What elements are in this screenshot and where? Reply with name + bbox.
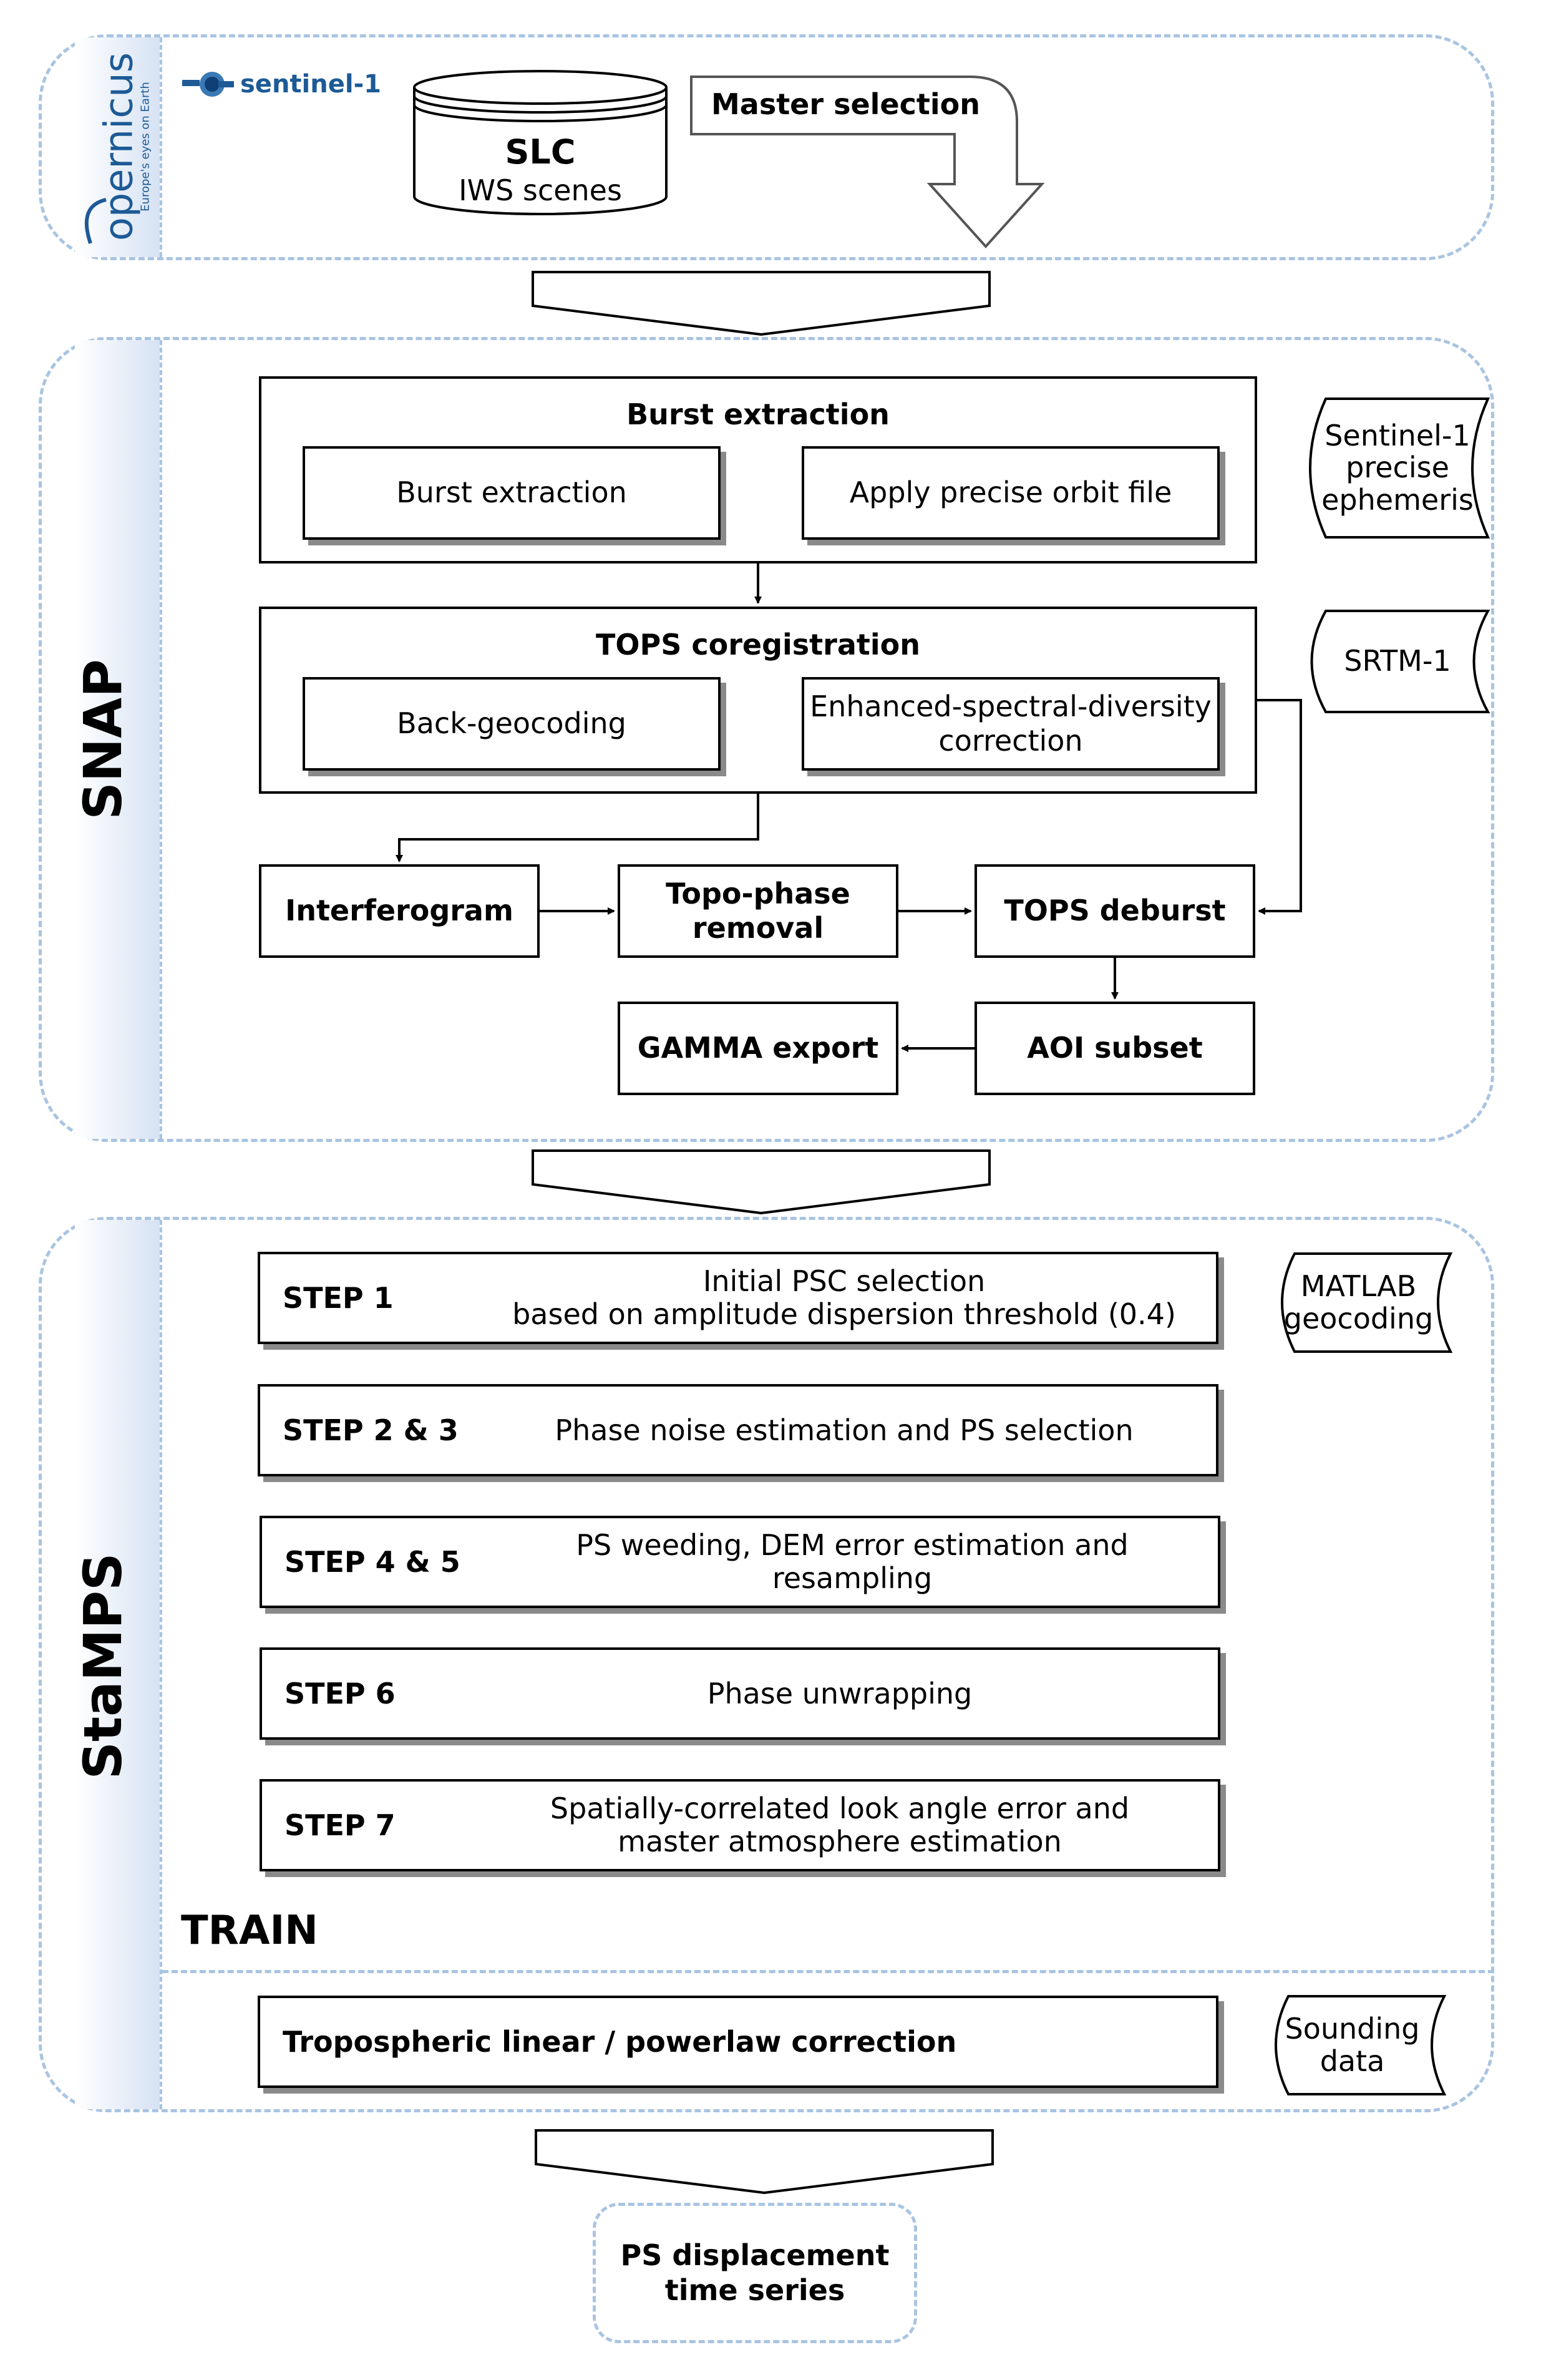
slc-title: SLC — [505, 132, 576, 172]
step-2-3-label: STEP 2 & 3 — [283, 1413, 459, 1447]
matlab-geocoding-line1: MATLAB — [1300, 1269, 1417, 1303]
step-1-description-line1: Initial PSC selection — [702, 1264, 986, 1299]
train-divider — [162, 1970, 1494, 1973]
srtm-text: SRTM-1 — [1344, 644, 1451, 678]
esd-correction-label-line2: correction — [938, 724, 1083, 758]
step-6-description-line1: Phase unwrapping — [707, 1676, 973, 1710]
tops-deburst-box: TOPS deburst — [975, 864, 1255, 958]
stamps-section — [39, 1217, 1494, 2112]
apply-orbit-box: Apply precise orbit file — [802, 446, 1220, 540]
step-4-5-description-line2: resampling — [772, 1561, 933, 1595]
topo-phase-label-line1: Topo-phase — [666, 876, 850, 910]
chevron-down-icon — [532, 271, 991, 336]
srtm-doc — [1310, 610, 1490, 713]
copernicus-logo: opernicus Europe's eyes on Earth — [78, 37, 159, 256]
matlab-geocoding-line2: geocoding — [1283, 1301, 1434, 1335]
aoi-subset-box: AOI subset — [975, 1002, 1255, 1095]
sounding-data-line2: data — [1320, 2044, 1385, 2078]
output-box: PS displacement time series — [593, 2203, 917, 2343]
interferogram-box: Interferogram — [259, 864, 540, 958]
copernicus-section — [39, 34, 1494, 260]
chevron-down-icon — [535, 2129, 994, 2195]
step-4-5-label: STEP 4 & 5 — [284, 1545, 460, 1579]
sentinel-ephemeris-line2: precise — [1346, 451, 1449, 485]
topo-phase-label-line2: removal — [692, 911, 824, 945]
sentinel-ephemeris-doc — [1309, 397, 1490, 539]
train-label: TRAIN — [181, 1908, 318, 1954]
step-1-description-line2: based on amplitude dispersion threshold … — [512, 1297, 1176, 1331]
back-geocoding-label: Back-geocoding — [397, 706, 626, 741]
sentinel-ephemeris-text: Sentinel-1 precise ephemeris — [1313, 399, 1482, 537]
arrow-esd-to-deburst — [1257, 699, 1302, 915]
step-7-description: Spatially-correlated look angle error an… — [474, 1782, 1205, 1869]
master-selection-arrow — [690, 76, 1045, 248]
sounding-data-doc — [1275, 1995, 1447, 2095]
step-1-label: STEP 1 — [283, 1281, 394, 1315]
arrow-tops-to-interferogram — [396, 794, 759, 862]
chevron-down-icon — [532, 1149, 991, 1215]
step-7-description-line2: master atmosphere estimation — [618, 1825, 1062, 1858]
copernicus-logo-arc — [84, 198, 107, 244]
step-6-label: STEP 6 — [284, 1677, 396, 1710]
troposphere-row: Tropospheric linear / powerlaw correctio… — [258, 1996, 1218, 2088]
step-7-label: STEP 7 — [284, 1808, 396, 1842]
burst-extraction-label: Burst extraction — [396, 476, 627, 510]
step-2-3-description-line1: Phase noise estimation and PS selection — [555, 1413, 1134, 1447]
burst-group-title: Burst extraction — [626, 397, 890, 431]
troposphere-label: Tropospheric linear / powerlaw correctio… — [283, 2025, 957, 2059]
tops-group-title: TOPS coregistration — [596, 628, 920, 661]
back-geocoding-box: Back-geocoding — [303, 677, 721, 771]
tops-deburst-label: TOPS deburst — [1004, 894, 1226, 928]
output-label-line2: time series — [664, 2273, 845, 2307]
step-6-description: Phase unwrapping — [474, 1650, 1205, 1737]
slc-database: SLC IWS scenes — [412, 69, 669, 218]
step-1-row: STEP 1 Initial PSC selection based on am… — [258, 1252, 1218, 1344]
step-6-row: STEP 6 Phase unwrapping — [260, 1647, 1220, 1740]
step-2-3-row: STEP 2 & 3 Phase noise estimation and PS… — [258, 1384, 1218, 1476]
satellite-icon — [182, 72, 234, 97]
step-1-description: Initial PSC selection based on amplitude… — [485, 1254, 1203, 1342]
sounding-data-text: Sounding data — [1276, 1997, 1429, 2094]
sentinel-ephemeris-line3: ephemeris — [1321, 482, 1474, 517]
master-selection-label: Master selection — [711, 87, 981, 121]
step-7-row: STEP 7 Spatially-correlated look angle e… — [260, 1779, 1220, 1871]
gamma-export-label: GAMMA export — [637, 1031, 879, 1065]
apply-orbit-label: Apply precise orbit file — [849, 476, 1172, 510]
interferogram-label: Interferogram — [285, 894, 513, 928]
step-4-5-description: PS weeding, DEM error estimation and res… — [499, 1518, 1205, 1606]
esd-correction-box: Enhanced-spectral-diversity correction — [802, 677, 1220, 771]
snap-sidebar — [75, 340, 162, 1139]
copernicus-sidebar — [75, 37, 162, 257]
matlab-geocoding-doc — [1281, 1252, 1453, 1353]
step-2-3-description: Phase noise estimation and PS selection — [485, 1387, 1203, 1474]
sentinel-logo: sentinel-1 — [181, 62, 381, 112]
database-icon — [413, 70, 668, 215]
sentinel-ephemeris-line1: Sentinel-1 — [1325, 418, 1471, 452]
step-7-description-line1: Spatially-correlated look angle error an… — [550, 1792, 1130, 1826]
stamps-sidebar — [75, 1220, 162, 2109]
gamma-export-box: GAMMA export — [618, 1002, 898, 1095]
burst-extraction-box: Burst extraction — [303, 446, 721, 540]
step-4-5-row: STEP 4 & 5 PS weeding, DEM error estimat… — [260, 1516, 1220, 1608]
esd-correction-label-line1: Enhanced-spectral-diversity — [810, 689, 1212, 723]
stamps-label: StaMPS — [72, 1553, 134, 1780]
snap-section — [39, 337, 1494, 1142]
sentinel-logo-text: sentinel-1 — [240, 70, 381, 99]
aoi-subset-label: AOI subset — [1027, 1031, 1203, 1065]
slc-subtitle: IWS scenes — [459, 173, 622, 207]
matlab-geocoding-text: MATLAB geocoding — [1282, 1254, 1435, 1351]
sounding-data-line1: Sounding — [1285, 2011, 1420, 2046]
output-label-line1: PS displacement — [620, 2238, 890, 2273]
topo-phase-box: Topo-phase removal — [618, 864, 898, 958]
step-4-5-description-line1: PS weeding, DEM error estimation and — [576, 1528, 1129, 1563]
